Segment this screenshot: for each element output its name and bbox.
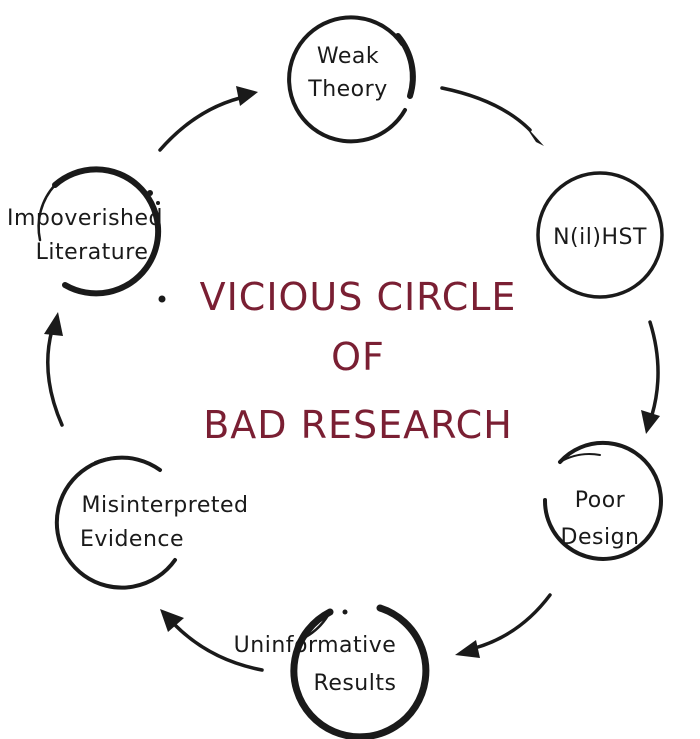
node-poor-design: Poor Design [542, 440, 663, 561]
arrow-design-to-results [455, 593, 552, 658]
title-line-1: VICIOUS CIRCLE [200, 275, 517, 319]
arrow-head [641, 410, 660, 434]
arrow-nilhst-to-design [641, 320, 660, 434]
arrow-head [44, 312, 63, 336]
arrow-line [46, 328, 64, 427]
arrow-head [160, 609, 184, 632]
node-impoverished-literature: Impoverished Literature [7, 166, 166, 303]
ring-weak-theory [287, 15, 407, 144]
ring-uninformative-results [290, 604, 430, 739]
arrow-line [473, 593, 552, 650]
node-label-misinterpreted-evidence-line-2: Evidence [80, 527, 184, 552]
arrow-line [158, 96, 242, 152]
ring-accent-poor-design [559, 453, 601, 463]
arrow-head [455, 640, 480, 658]
arrow-line [440, 86, 532, 132]
arrow-line [648, 320, 660, 417]
ink-splatter-3 [158, 295, 166, 303]
node-label-poor-design-line-1: Poor [575, 488, 626, 513]
node-label-impoverished-literature-line-2: Literature [36, 240, 149, 265]
ink-splatter-1 [147, 190, 153, 196]
arrow-theory-to-nilhst [440, 86, 544, 146]
node-label-weak-theory-line-1: Weak [317, 44, 379, 69]
node-nilhst: N(il)HST [536, 171, 664, 299]
ink-dot [342, 609, 348, 615]
cycle-arrows [44, 86, 660, 672]
node-weak-theory: Weak Theory [287, 15, 416, 144]
arrow-literature-to-theory [158, 86, 258, 152]
node-label-uninformative-results-line-1: Uninformative [234, 633, 397, 658]
ring-accent-weak-theory [395, 33, 416, 99]
node-label-nilhst-line-1: N(il)HST [553, 225, 647, 250]
ring-nilhst [536, 171, 664, 299]
arrow-evidence-to-literature [44, 312, 64, 427]
arrow-results-to-evidence [160, 609, 264, 672]
node-misinterpreted-evidence: Misinterpreted Evidence [54, 455, 248, 590]
ring-accent-misinterpreted-evidence [94, 456, 161, 471]
node-label-poor-design-line-2: Design [561, 525, 640, 550]
ring-accent-uninformative-results [298, 610, 332, 642]
ring-misinterpreted-evidence [54, 455, 177, 590]
title-line-3: BAD RESEARCH [203, 403, 513, 447]
arrow-line [173, 623, 264, 672]
ring-impoverished-literature [52, 166, 162, 297]
node-label-impoverished-literature-line-1: Impoverished [7, 206, 163, 231]
ring-poor-design [542, 440, 663, 561]
node-uninformative-results: Uninformative Results [234, 604, 430, 739]
arrow-head [524, 124, 544, 146]
title-line-2: OF [331, 335, 385, 379]
ring-accent-impoverished-literature [37, 183, 57, 242]
node-label-uninformative-results-line-2: Results [314, 671, 397, 696]
diagram-title: VICIOUS CIRCLE OF BAD RESEARCH [200, 275, 517, 447]
node-label-misinterpreted-evidence-line-1: Misinterpreted [81, 493, 248, 518]
ink-splatter-2 [156, 201, 160, 205]
node-label-weak-theory-line-2: Theory [307, 77, 387, 102]
arrow-head [236, 86, 258, 106]
